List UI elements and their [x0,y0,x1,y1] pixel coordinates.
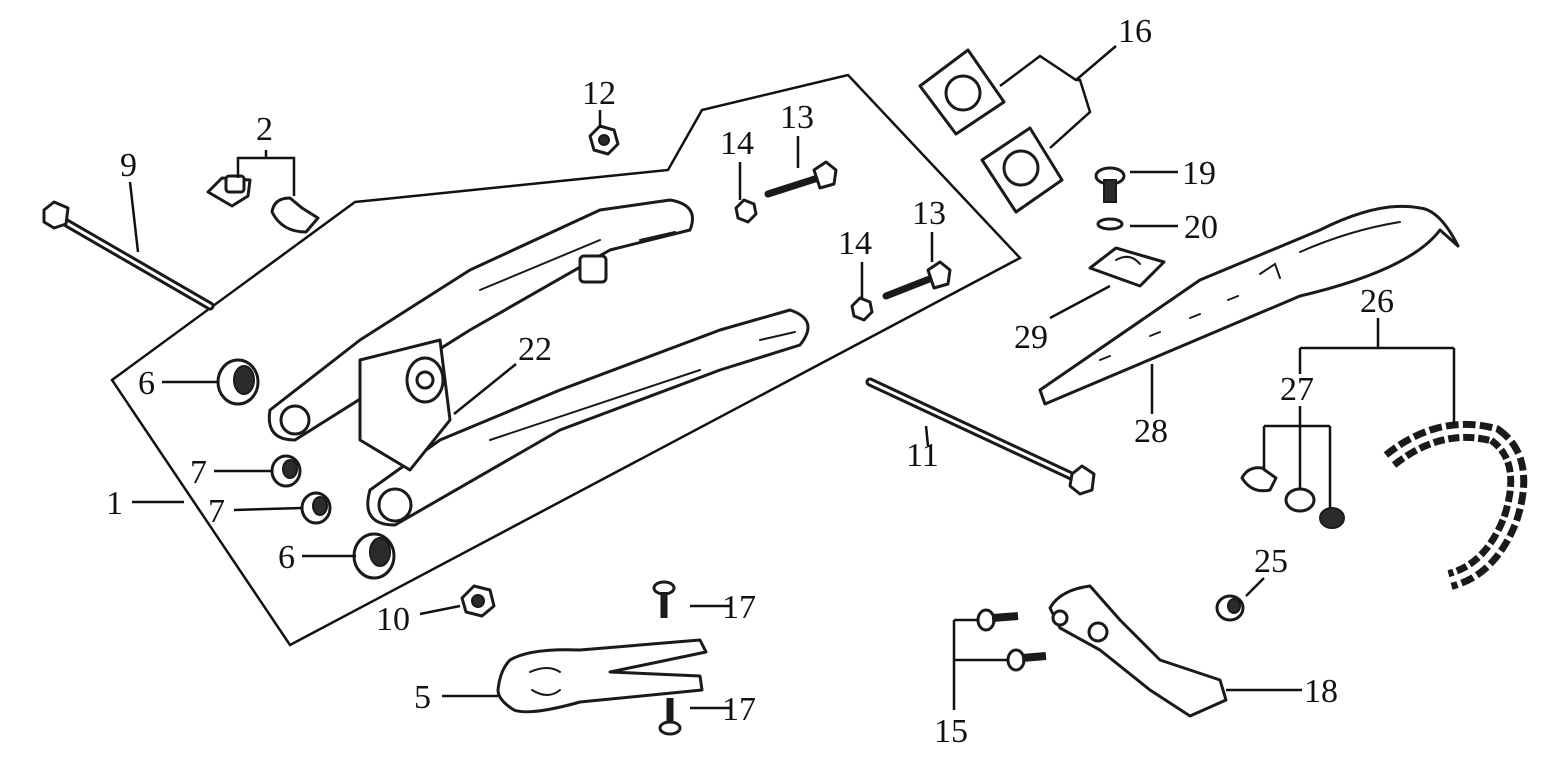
callout-5: 5 [414,679,431,716]
callout-29: 29 [1014,319,1048,356]
callout-6-lower: 6 [278,539,295,576]
callout-19: 19 [1182,155,1216,192]
callout-25: 25 [1254,543,1288,580]
callout-18: 18 [1304,673,1338,710]
callout-14-lower: 14 [838,225,872,262]
callout-13-lower: 13 [912,195,946,232]
callout-17-upper: 17 [722,589,756,626]
clip-29 [1088,246,1166,288]
callout-28: 28 [1134,413,1168,450]
adjuster-nut-upper [734,198,758,224]
adjuster-nut-lower [850,296,874,322]
swingarm-assembly-boundary [110,73,1023,647]
cap-25 [1215,594,1245,622]
callout-6-upper: 6 [138,365,155,402]
callout-26: 26 [1360,283,1394,320]
callout-9: 9 [120,147,137,184]
swingarm [267,198,810,527]
callout-2: 2 [256,111,273,148]
chain-slider [1048,584,1228,718]
callout-10: 10 [376,601,410,638]
bushing-lower [352,532,396,580]
seal-lower [300,491,332,525]
callout-22: 22 [518,331,552,368]
callout-7-upper: 7 [190,454,207,491]
callout-13-upper: 13 [780,99,814,136]
callout-17-lower: 17 [722,691,756,728]
callout-11: 11 [906,437,939,474]
rear-axle [865,377,1096,496]
washer-20 [1096,217,1124,231]
callout-27: 27 [1280,371,1314,408]
callout-15: 15 [934,713,968,750]
seal-upper [270,454,302,488]
slider-bolt-upper [976,608,1019,632]
callout-1: 1 [106,485,123,522]
screw-19 [1094,166,1126,203]
screw-17-upper [652,580,676,618]
nut-12 [588,124,620,156]
adjuster-plate-upper [918,48,1006,136]
slider-bolt-lower [1006,648,1047,672]
chain-guard [1038,204,1460,406]
drive-chain [1383,420,1528,590]
leader-lines [128,45,1456,710]
callout-14-upper: 14 [720,125,754,162]
front-chain-slider [496,638,708,714]
adjuster-bolt-lower [882,260,952,300]
clamp-pair [206,174,320,234]
adjuster-bolt-upper [764,160,838,198]
screw-17-lower [658,698,682,736]
callout-20: 20 [1184,209,1218,246]
callout-16: 16 [1118,13,1152,50]
adjuster-plate-lower [980,126,1064,214]
callout-12: 12 [582,75,616,112]
master-link [1240,466,1345,529]
pivot-bolt [42,200,215,311]
pivot-nut [460,584,496,618]
bushing-upper [216,358,260,406]
callout-7-lower: 7 [208,493,225,530]
